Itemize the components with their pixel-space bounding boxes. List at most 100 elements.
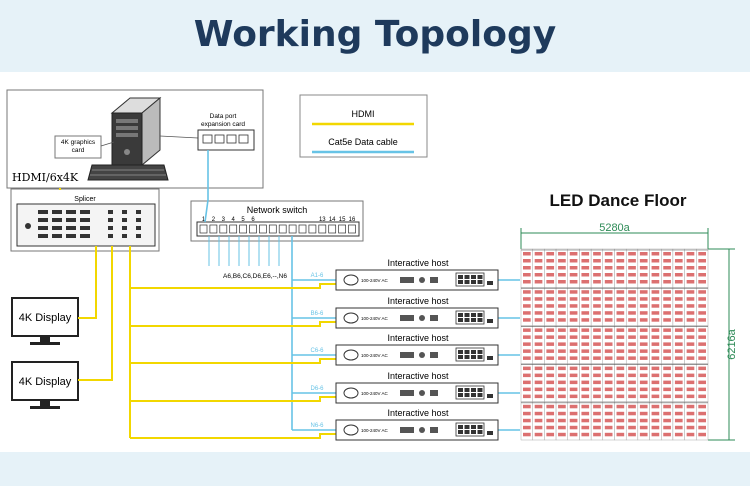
led-module: [684, 325, 697, 364]
led-module: [614, 401, 627, 441]
legend: HDMI Cat5e Data cable: [299, 94, 428, 158]
host-port: [487, 431, 493, 435]
led-module: [579, 363, 592, 403]
host-connector-icon: [400, 427, 414, 433]
led-module: [567, 325, 580, 364]
cable-hdmi-to-host: [130, 358, 336, 364]
led-module: [520, 248, 533, 288]
host-port: [477, 350, 483, 354]
height-dimension-label: 6216a: [726, 328, 738, 359]
led-module: [520, 325, 533, 364]
cable-hdmi-display-1: [78, 246, 97, 319]
host-port: [477, 393, 483, 397]
splicer-port: [122, 210, 127, 214]
host-voltage-label: 100-240V AC: [361, 391, 389, 396]
host-port-block-icon: [455, 385, 485, 400]
interactive-host-label: Interactive host: [387, 408, 449, 418]
host-connector-icon: [430, 352, 438, 358]
led-module: [567, 401, 580, 441]
network-switch-label: Network switch: [247, 205, 308, 215]
host-port: [477, 355, 483, 359]
splicer-port: [122, 234, 127, 238]
host-port: [471, 430, 476, 434]
switch-port: [249, 224, 257, 234]
splicer-port: [38, 234, 48, 238]
led-module: [602, 401, 615, 441]
switch-port: [328, 224, 337, 234]
led-module: [614, 363, 627, 403]
led-module: [649, 325, 662, 364]
led-module: [649, 248, 662, 288]
host-port: [471, 313, 476, 317]
led-module: [579, 248, 592, 288]
splicer-port: [80, 218, 90, 222]
led-module: [672, 325, 685, 364]
host-port: [471, 280, 476, 284]
host-port: [477, 280, 483, 284]
switch-port-number: 5: [241, 217, 245, 223]
host-power-logo-icon: [343, 387, 359, 399]
led-module: [649, 287, 662, 326]
host-port: [458, 313, 463, 317]
led-module: [520, 401, 533, 441]
legend-cat5e-label: Cat5e Data cable: [328, 137, 398, 147]
host-connector-icon: [419, 390, 425, 396]
host-port: [487, 394, 493, 398]
led-module: [532, 287, 545, 326]
splicer-port: [80, 234, 90, 238]
led-module: [637, 248, 650, 288]
led-module: [661, 363, 674, 403]
host-connector-icon: [430, 390, 438, 396]
led-module: [590, 248, 604, 288]
splicer-port: [108, 226, 113, 230]
splicer-port: [136, 210, 141, 214]
cable-expansion-to-switch: [204, 150, 209, 223]
host-connector-icon: [400, 390, 414, 396]
host-connector-icon: [419, 352, 425, 358]
pc-tower-icon: [110, 96, 162, 167]
host-connector-icon: [419, 427, 425, 433]
led-module: [590, 401, 604, 441]
host-port: [464, 280, 470, 284]
host-port: [464, 430, 470, 434]
led-module: [544, 363, 557, 403]
led-module: [590, 363, 604, 403]
host-port: [477, 430, 483, 434]
led-module: [625, 325, 639, 364]
interactive-host-label: Interactive host: [387, 258, 449, 268]
host-connector-icon: [400, 315, 414, 321]
host-voltage-label: 100-240V AC: [361, 278, 389, 283]
switch-port: [338, 224, 346, 234]
host-port: [464, 350, 470, 354]
led-module: [661, 401, 674, 441]
switch-port: [288, 224, 297, 234]
host-port: [477, 318, 483, 322]
host-voltage-label: 100-240V AC: [361, 316, 389, 321]
led-module: [672, 363, 685, 403]
splicer-port: [66, 226, 76, 230]
splicer-port: [108, 218, 113, 222]
led-module: [684, 287, 697, 326]
host-port: [464, 313, 470, 317]
switch-port: [259, 224, 267, 234]
switch-port: [318, 224, 327, 234]
led-module: [520, 363, 533, 403]
led-module: [590, 287, 604, 326]
led-module: [579, 401, 592, 441]
splicer-label: Splicer: [74, 196, 96, 203]
led-module: [637, 363, 650, 403]
host-connector-icon: [430, 277, 438, 283]
switch-port: [348, 224, 356, 234]
led-module: [696, 325, 709, 364]
host-port: [487, 319, 493, 323]
led-module: [684, 363, 697, 403]
switch-port: [229, 224, 238, 234]
display-1-screen: [11, 297, 79, 337]
switch-port: [278, 224, 287, 234]
